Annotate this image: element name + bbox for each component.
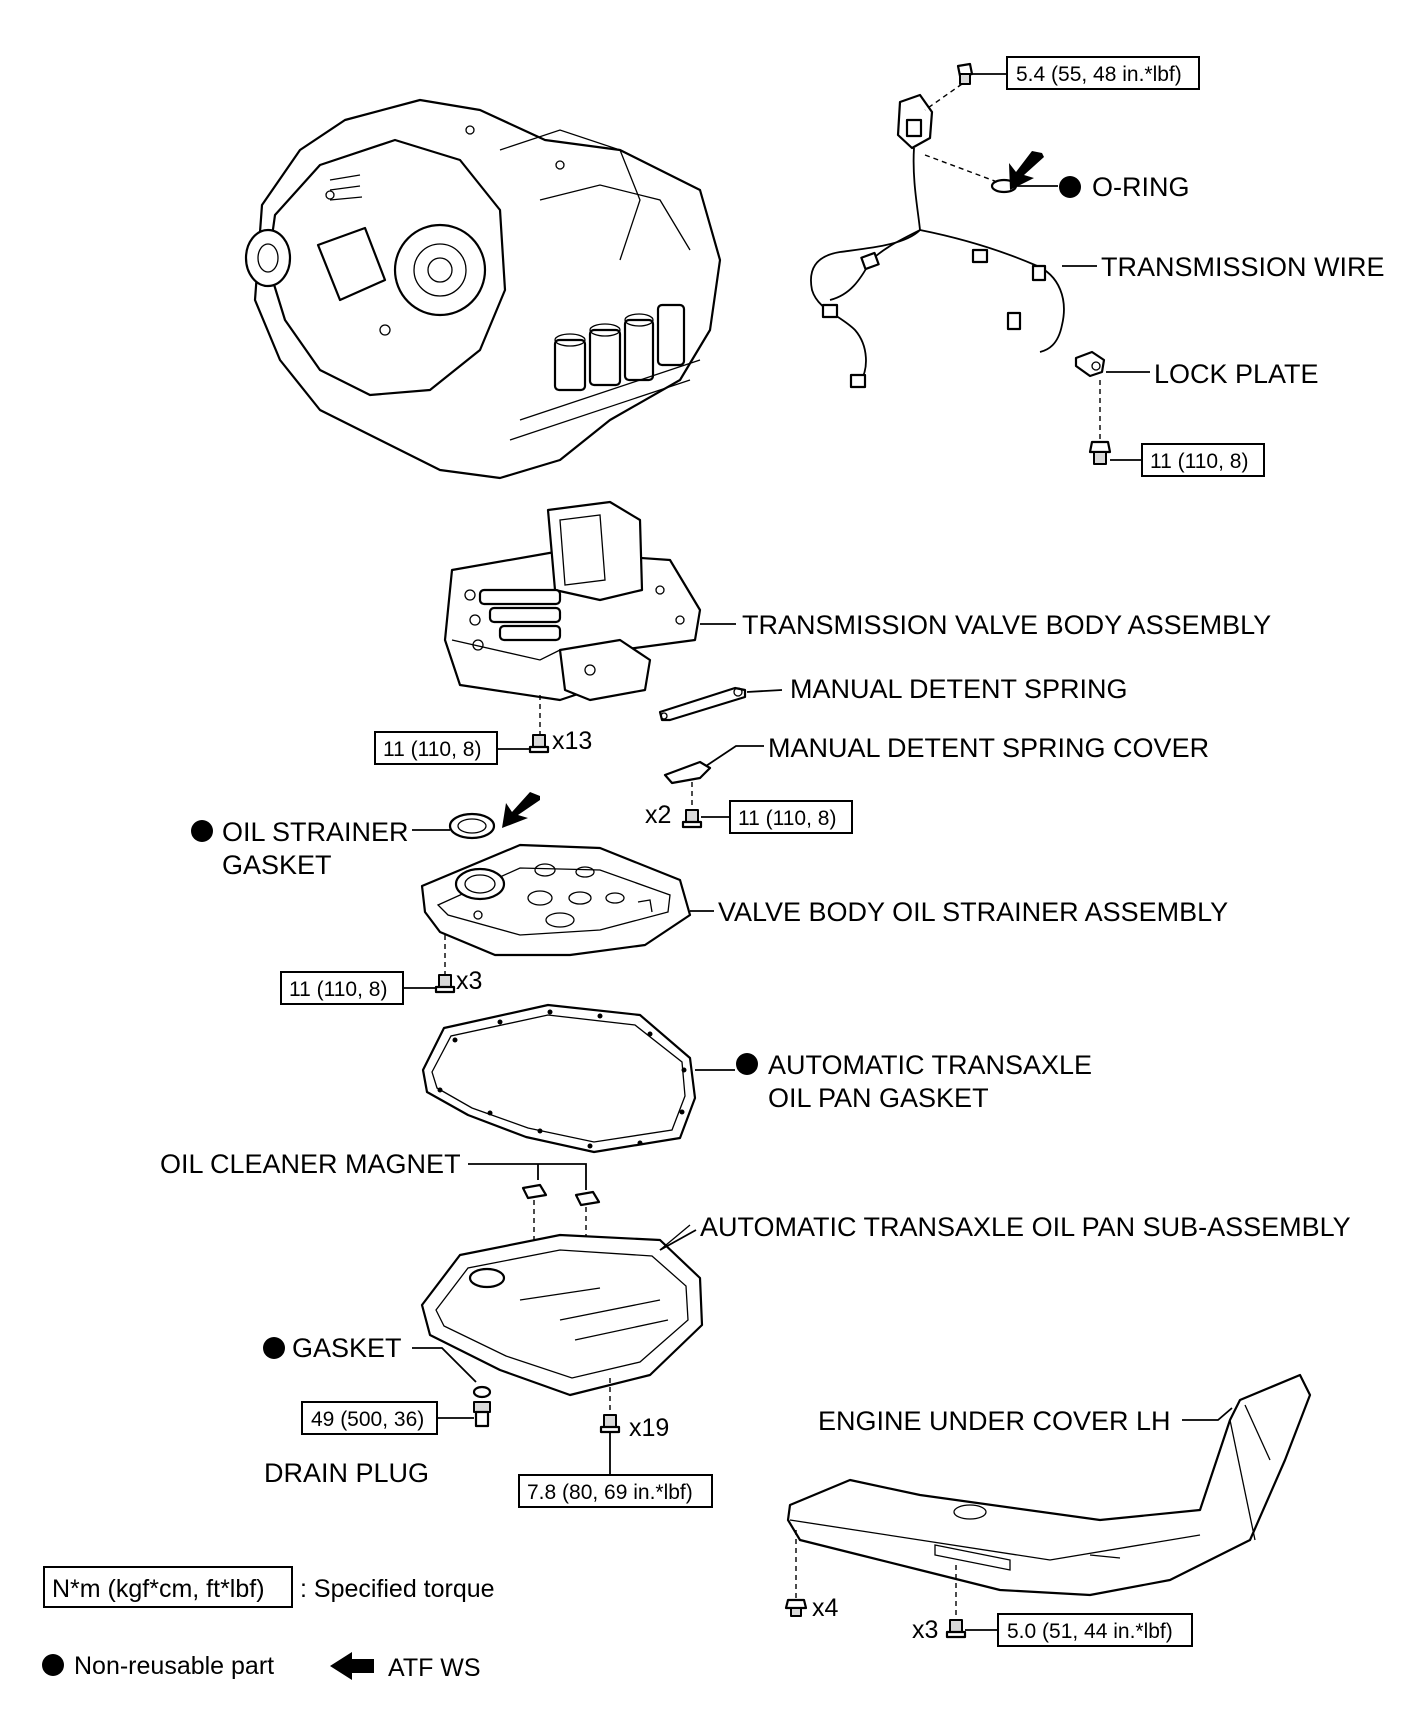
drain-plug-gasket-part <box>472 1385 492 1399</box>
label-valve-body: TRANSMISSION VALVE BODY ASSEMBLY <box>742 610 1271 640</box>
legend-atf: ATF WS <box>388 1654 481 1682</box>
multiplier-oil-pan: x19 <box>629 1414 669 1442</box>
legend-atf-arrow <box>330 1652 374 1680</box>
multiplier-valve-body: x13 <box>552 727 592 755</box>
under-cover-bolt <box>945 1619 967 1639</box>
torque-box-wire-bolt: 5.4 (55, 48 in.*lbf) <box>1006 56 1200 90</box>
non-reusable-dot <box>42 1654 64 1676</box>
label-oil-strainer-gasket-line1: OIL STRAINER <box>222 817 409 847</box>
label-gasket: GASKET <box>292 1333 402 1363</box>
valve-body-oil-strainer-illustration <box>420 843 692 957</box>
svg-text:11 (110, 8): 11 (110, 8) <box>1150 450 1248 473</box>
label-o-ring: O-RING <box>1092 172 1190 202</box>
legend-non-reusable: Non-reusable part <box>74 1652 274 1680</box>
multiplier-detent-cover: x2 <box>645 801 671 829</box>
multiplier-strainer: x3 <box>456 967 482 995</box>
torque-box-valve-body: 11 (110, 8) <box>374 731 498 765</box>
detent-cover-bolt <box>681 809 703 829</box>
engine-under-cover-illustration <box>786 1373 1312 1597</box>
non-reusable-dot <box>263 1337 285 1359</box>
svg-text:5.0 (51, 44 in.*lbf): 5.0 (51, 44 in.*lbf) <box>1007 1620 1173 1643</box>
strainer-bolt <box>434 974 456 994</box>
torque-box-strainer: 11 (110, 8) <box>280 971 404 1005</box>
label-oil-pan-gasket-line2: OIL PAN GASKET <box>768 1083 989 1113</box>
label-drain-plug: DRAIN PLUG <box>264 1458 429 1488</box>
label-valve-body-oil-strainer: VALVE BODY OIL STRAINER ASSEMBLY <box>718 897 1228 927</box>
oil-pan-bolt <box>599 1414 621 1434</box>
svg-text:11 (110, 8): 11 (110, 8) <box>738 807 836 830</box>
torque-box-under-cover: 5.0 (51, 44 in.*lbf) <box>997 1613 1193 1647</box>
svg-text:11 (110, 8): 11 (110, 8) <box>289 978 387 1001</box>
oil-cleaner-magnet-part <box>574 1190 601 1207</box>
lock-plate-bolt <box>1088 440 1112 465</box>
torque-box-oil-pan: 7.8 (80, 69 in.*lbf) <box>518 1474 713 1508</box>
atf-arrow-strainer-gasket <box>502 792 540 828</box>
transaxle-housing-illustration <box>244 98 722 480</box>
torque-box-lock-plate: 11 (110, 8) <box>1141 443 1265 477</box>
label-transmission-wire: TRANSMISSION WIRE <box>1101 252 1385 282</box>
torque-box-detent-cover: 11 (110, 8) <box>729 800 853 834</box>
oil-cleaner-magnet-part <box>521 1183 548 1200</box>
atf-arrow-o-ring <box>1009 151 1044 190</box>
legend-torque: N*m (kgf*cm, ft*lbf) : Specified torque <box>43 1566 495 1608</box>
label-oil-pan-gasket-line1: AUTOMATIC TRANSAXLE <box>768 1050 1092 1080</box>
torque-box-drain-plug: 49 (500, 36) <box>301 1401 438 1435</box>
non-reusable-dot <box>736 1053 758 1075</box>
non-reusable-dot <box>191 820 213 842</box>
drain-plug-part <box>473 1401 491 1428</box>
label-oil-cleaner-magnet: OIL CLEANER MAGNET <box>160 1149 461 1179</box>
label-manual-detent-spring-cover: MANUAL DETENT SPRING COVER <box>768 733 1209 763</box>
transmission-wire-illustration <box>810 93 1065 389</box>
label-oil-pan-sub-assembly: AUTOMATIC TRANSAXLE OIL PAN SUB-ASSEMBLY <box>700 1212 1351 1242</box>
oil-pan-gasket-illustration <box>421 1003 697 1154</box>
svg-text:11 (110, 8): 11 (110, 8) <box>383 738 481 761</box>
label-oil-strainer-gasket-line2: GASKET <box>222 850 332 880</box>
label-engine-under-cover: ENGINE UNDER COVER LH <box>818 1406 1171 1436</box>
under-cover-screw <box>784 1598 808 1617</box>
manual-detent-spring-part <box>658 686 747 722</box>
non-reusable-dot <box>1059 176 1081 198</box>
oil-strainer-gasket-part <box>448 812 496 840</box>
valve-body-bolt <box>528 734 550 754</box>
legend-torque-box-text: N*m (kgf*cm, ft*lbf) <box>52 1575 265 1603</box>
multiplier-under-cover-bolts: x3 <box>912 1616 938 1644</box>
lock-plate-part <box>1074 350 1106 378</box>
multiplier-under-cover-screws: x4 <box>812 1594 839 1622</box>
svg-text:49 (500, 36): 49 (500, 36) <box>311 1408 424 1431</box>
manual-detent-spring-cover-part <box>663 760 712 785</box>
label-lock-plate: LOCK PLATE <box>1154 359 1319 389</box>
svg-text:7.8 (80, 69 in.*lbf): 7.8 (80, 69 in.*lbf) <box>527 1481 693 1504</box>
legend-torque-desc: : Specified torque <box>300 1575 495 1603</box>
label-manual-detent-spring: MANUAL DETENT SPRING <box>790 674 1128 704</box>
oil-pan-illustration <box>420 1224 704 1397</box>
svg-text:5.4 (55, 48 in.*lbf): 5.4 (55, 48 in.*lbf) <box>1016 63 1182 86</box>
wire-bolt <box>956 62 974 85</box>
valve-body-illustration <box>443 500 702 702</box>
